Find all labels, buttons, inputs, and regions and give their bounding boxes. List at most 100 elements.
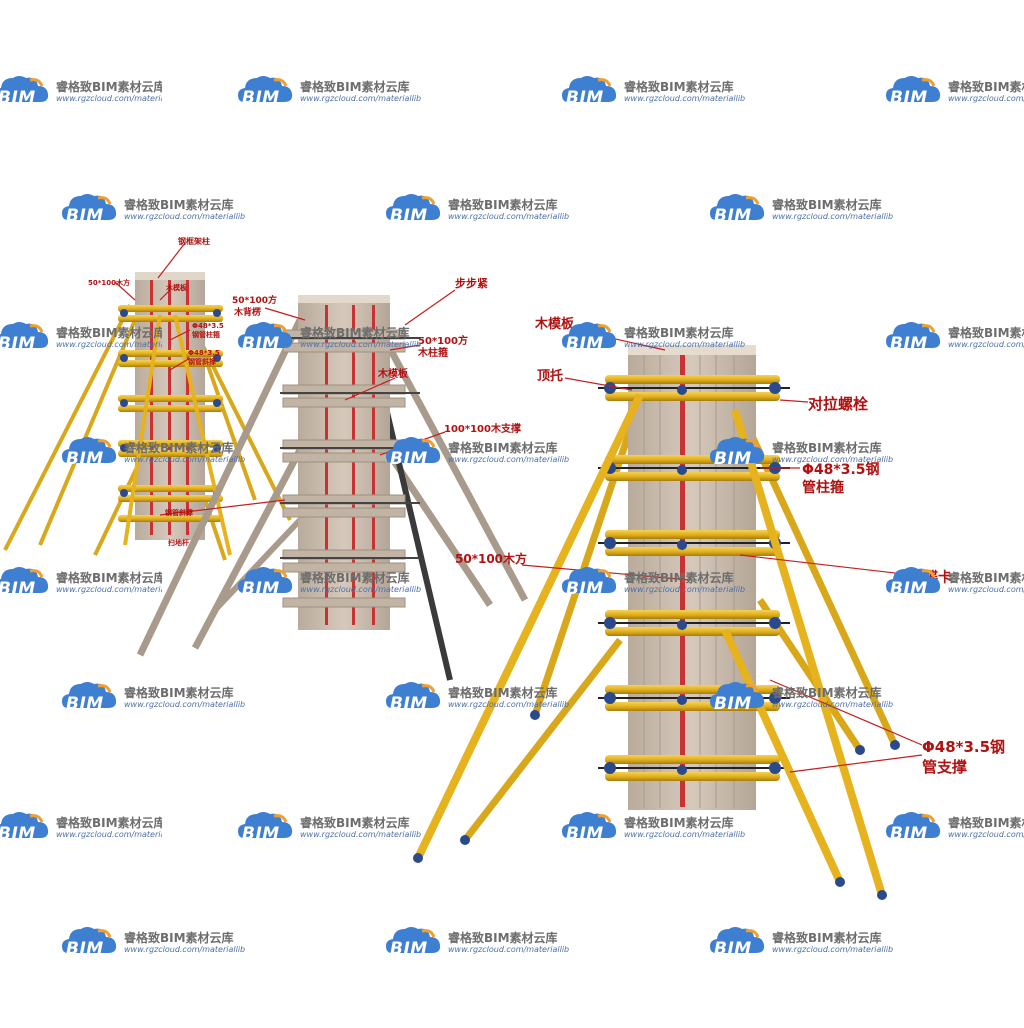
watermark-url: www.rgzcloud.com/materiallib: [772, 945, 894, 954]
watermark-url: www.rgzcloud.com/materiallib: [624, 94, 746, 103]
watermark-logo-text: BIM: [714, 694, 752, 714]
watermark: BIM 睿格致BIM素材云库 www.rgzcloud.com/material…: [236, 808, 421, 844]
label-tube-a2: 钢管柱箍: [192, 330, 220, 339]
label-top-support: 顶托: [537, 368, 563, 384]
middle-step-ties: [280, 337, 420, 559]
watermark-name: 睿格致BIM素材云库: [300, 816, 410, 830]
bim-cloud-logo: [0, 812, 49, 838]
bim-cloud-logo: [62, 682, 117, 708]
watermark-logo-text: BIM: [390, 206, 428, 226]
watermark-logo-text: BIM: [566, 579, 604, 599]
bim-cloud-logo: [710, 194, 765, 220]
middle-red-stripe: [352, 305, 355, 625]
watermark-url: www.rgzcloud.com/materiallib: [448, 945, 570, 954]
watermark: BIM 睿格致BIM素材云库 www.rgzcloud.com/material…: [60, 923, 245, 959]
watermark: BIM 睿格致BIM素材云库 www.rgzcloud.com/material…: [884, 808, 1024, 844]
label-left-formwork: 木模板: [165, 283, 188, 292]
watermark-logo-text: BIM: [890, 579, 928, 599]
brace-foot: [855, 745, 865, 755]
watermark-url: www.rgzcloud.com/materiallib: [56, 340, 162, 349]
bim-cloud-logo: [62, 927, 117, 953]
watermark-logo-text: BIM: [66, 939, 104, 959]
brace-foot: [530, 710, 540, 720]
watermark-url: www.rgzcloud.com/materiallib: [772, 700, 894, 709]
watermark: BIM 睿格致BIM素材云库 www.rgzcloud.com/material…: [560, 808, 745, 844]
watermark-name: 睿格致BIM素材云库: [624, 326, 734, 340]
brace-foot: [877, 890, 887, 900]
bim-cloud-logo: [710, 682, 765, 708]
watermark-url: www.rgzcloud.com/materiallib: [448, 455, 570, 464]
watermark: BIM 睿格致BIM素材云库 www.rgzcloud.com/material…: [236, 563, 421, 599]
watermark: BIM 睿格致BIM素材云库 www.rgzcloud.com/material…: [236, 72, 421, 108]
watermark: BIM 睿格致BIM素材云库 www.rgzcloud.com/material…: [560, 563, 745, 599]
watermark-url: www.rgzcloud.com/materiallib: [948, 94, 1024, 103]
watermark-logo-text: BIM: [566, 824, 604, 844]
watermark: BIM 睿格致BIM素材云库 www.rgzcloud.com/material…: [236, 318, 421, 354]
watermark-name: 睿格致BIM素材云库: [300, 571, 410, 585]
watermark: BIM 睿格致BIM素材云库 www.rgzcloud.com/material…: [0, 72, 162, 108]
watermark-url: www.rgzcloud.com/materiallib: [300, 830, 422, 839]
wood-brace: [376, 328, 529, 602]
wood-brace: [212, 517, 303, 613]
watermark-logo-text: BIM: [390, 449, 428, 469]
left-column-top: [135, 272, 205, 280]
right-column-assembly: [413, 345, 900, 900]
brace-foot: [460, 835, 470, 845]
watermark-url: www.rgzcloud.com/materiallib: [124, 945, 246, 954]
watermark: BIM 睿格致BIM素材云库 www.rgzcloud.com/material…: [0, 563, 162, 599]
watermark-name: 睿格致BIM素材云库: [624, 816, 734, 830]
watermark-name: 睿格致BIM素材云库: [624, 571, 734, 585]
watermark-name: 睿格致BIM素材云库: [948, 80, 1024, 94]
watermark-name: 睿格致BIM素材云库: [448, 931, 558, 945]
label-col-hoop-a2: 木柱箍: [417, 346, 448, 359]
right-brace-front: [721, 628, 844, 884]
right-couplers: [604, 382, 781, 775]
watermark-url: www.rgzcloud.com/materiallib: [624, 340, 746, 349]
watermark-logo-text: BIM: [390, 694, 428, 714]
watermark: BIM 睿格致BIM素材云库 www.rgzcloud.com/material…: [708, 433, 893, 469]
bim-cloud-logo: [386, 194, 441, 220]
watermark-url: www.rgzcloud.com/materiallib: [624, 585, 746, 594]
watermark: BIM 睿格致BIM素材云库 www.rgzcloud.com/material…: [884, 563, 1024, 599]
watermark: BIM 睿格致BIM素材云库 www.rgzcloud.com/material…: [708, 190, 893, 226]
watermark-url: www.rgzcloud.com/materiallib: [56, 585, 162, 594]
middle-red-stripe: [372, 305, 375, 625]
watermark-url: www.rgzcloud.com/materiallib: [624, 830, 746, 839]
watermark-url: www.rgzcloud.com/materiallib: [448, 700, 570, 709]
watermark: BIM 睿格致BIM素材云库 www.rgzcloud.com/material…: [708, 678, 893, 714]
label-right-formwork: 木模板: [534, 316, 575, 332]
label-base: 扫地杆: [168, 538, 189, 547]
middle-column-assembly: [136, 295, 529, 681]
watermark-name: 睿格致BIM素材云库: [772, 931, 882, 945]
watermark-url: www.rgzcloud.com/materiallib: [56, 830, 162, 839]
wood-brace: [136, 318, 304, 657]
label-brace-a: Φ48*3.5钢: [922, 738, 1005, 756]
bim-cloud-logo: [886, 812, 941, 838]
watermark: BIM 睿格致BIM素材云库 www.rgzcloud.com/material…: [60, 678, 245, 714]
watermark-name: 睿格致BIM素材云库: [772, 441, 882, 455]
label-step-tie: 步步紧: [455, 276, 488, 290]
watermark-url: www.rgzcloud.com/materiallib: [300, 340, 422, 349]
watermark-name: 睿格致BIM素材云库: [56, 80, 162, 94]
right-brace-back: [736, 408, 899, 747]
left-brace: [38, 319, 137, 546]
middle-red-stripe: [325, 305, 328, 625]
watermark: BIM 睿格致BIM素材云库 www.rgzcloud.com/material…: [384, 678, 569, 714]
left-brace-front: [123, 314, 162, 546]
watermark-name: 睿格致BIM素材云库: [948, 571, 1024, 585]
middle-column-top: [298, 295, 390, 303]
watermark-logo-text: BIM: [66, 206, 104, 226]
label-tube-b: Φ48*3.5: [188, 349, 220, 357]
watermark-url: www.rgzcloud.com/materiallib: [948, 585, 1024, 594]
watermark-url: www.rgzcloud.com/materiallib: [948, 340, 1024, 349]
wood-brace: [191, 448, 304, 650]
watermark-name: 睿格致BIM素材云库: [56, 816, 162, 830]
label-mid-timber-a: 50*100方: [232, 294, 277, 306]
watermark: BIM 睿格致BIM素材云库 www.rgzcloud.com/material…: [708, 923, 893, 959]
bim-cloud-logo: [886, 322, 941, 348]
watermark: BIM 睿格致BIM素材云库 www.rgzcloud.com/material…: [560, 72, 745, 108]
right-brace-front: [731, 408, 886, 897]
label-col-hoop-a: 50*100方: [418, 334, 468, 347]
watermark: BIM 睿格致BIM素材云库 www.rgzcloud.com/material…: [0, 808, 162, 844]
